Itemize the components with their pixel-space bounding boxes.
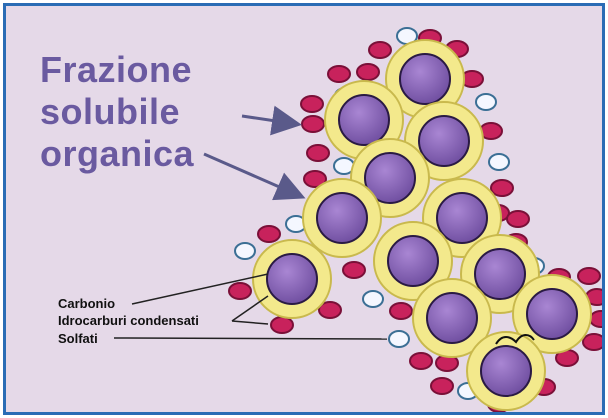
leader-idrocarburi-b: [232, 321, 268, 324]
title-line-3: organica: [40, 136, 194, 172]
leader-solfati: [114, 338, 387, 339]
arrow-to-droplet-lower: [204, 154, 300, 196]
diagram-frame: Frazione solubile organica Carbonio Idro…: [3, 3, 605, 415]
arrow-to-droplet-upper: [242, 116, 296, 124]
label-solfati: Solfati: [58, 332, 98, 346]
label-idrocarburi: Idrocarburi condensati: [58, 314, 199, 328]
title-line-2: solubile: [40, 94, 180, 130]
title-line-1: Frazione: [40, 52, 192, 88]
label-carbonio: Carbonio: [58, 297, 115, 311]
